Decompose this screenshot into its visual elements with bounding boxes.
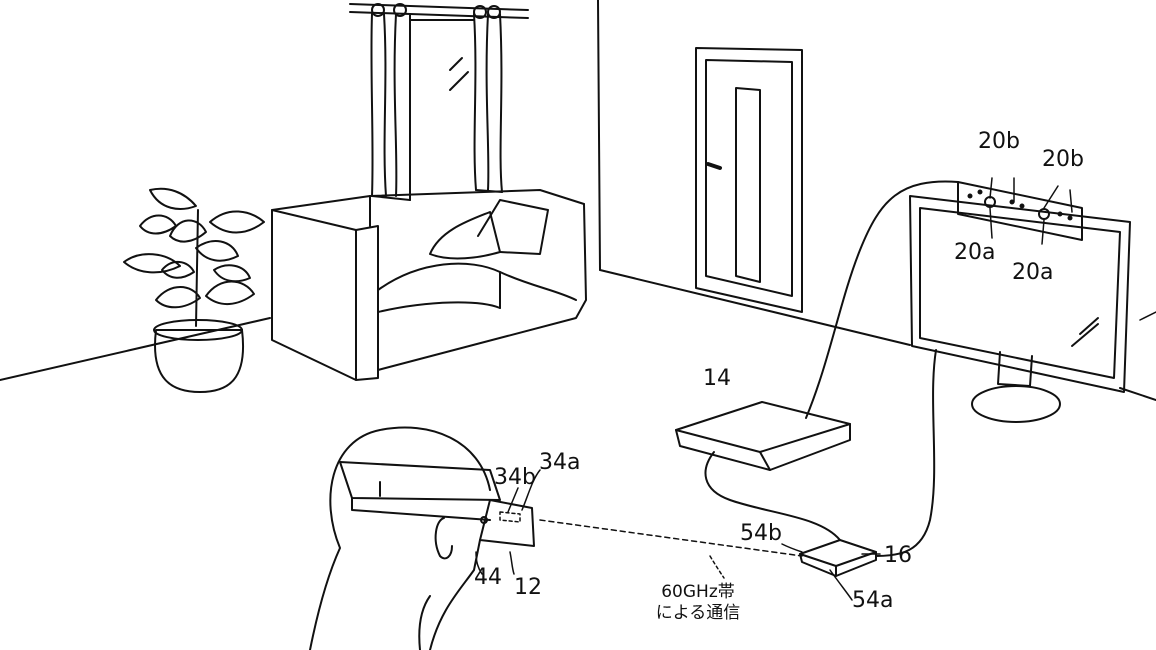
label-44: 44 — [474, 567, 502, 589]
label-14: 14 — [703, 368, 731, 390]
user-with-hmd — [310, 428, 534, 650]
label-12: 12 — [514, 577, 542, 599]
label-20b-right: 20b — [1042, 149, 1084, 171]
label-34a: 34a — [539, 452, 580, 474]
label-34b: 34b — [494, 467, 536, 489]
communication-note-line1: 60GHz帯 — [638, 582, 758, 603]
relay-device — [800, 540, 876, 576]
monitor — [910, 196, 1130, 422]
communication-note-line2: による通信 — [638, 603, 758, 624]
label-54b: 54b — [740, 523, 782, 545]
communication-note: 60GHz帯 による通信 — [638, 582, 758, 624]
potted-plant — [124, 189, 264, 392]
label-54a: 54a — [852, 590, 893, 612]
label-20a-left: 20a — [954, 242, 995, 264]
room-walls — [0, 0, 1156, 400]
camera-unit — [958, 182, 1082, 240]
label-20b-left: 20b — [978, 131, 1020, 153]
label-20a-right: 20a — [1012, 262, 1053, 284]
sofa — [272, 190, 586, 380]
door — [696, 48, 802, 312]
entertainment-device — [676, 402, 850, 470]
label-16: 16 — [884, 545, 912, 567]
window-curtain — [350, 4, 528, 200]
